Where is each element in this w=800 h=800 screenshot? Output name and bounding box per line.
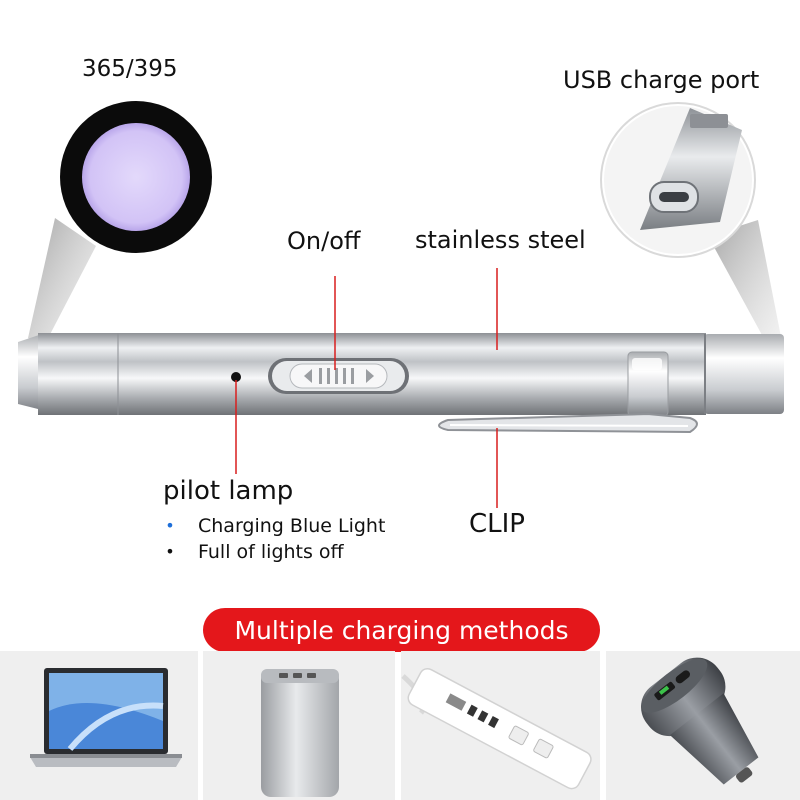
power-switch[interactable] [268, 358, 409, 394]
usb-port-closeup-icon [600, 102, 756, 258]
right-zoom-cone [708, 220, 782, 346]
charging-methods-banner: Multiple charging methods [203, 608, 600, 652]
wavelength-label: 365/395 [82, 56, 178, 82]
pocket-clip [438, 412, 698, 434]
charging-method-car-charger [606, 651, 800, 800]
list-item: • Charging Blue Light [162, 513, 385, 539]
charging-method-power-bank [203, 651, 395, 800]
car-charger-icon [641, 657, 759, 785]
power-strip-icon [401, 667, 592, 790]
switch-label: On/off [287, 227, 361, 255]
charging-method-laptop [0, 651, 198, 800]
pilot-state-text: Charging Blue Light [198, 515, 386, 537]
banner-text: Multiple charging methods [234, 615, 569, 645]
list-item: • Full of lights off [162, 539, 385, 565]
pilot-state-text: Full of lights off [198, 541, 344, 563]
uv-lens-icon [60, 101, 212, 253]
pilot-lamp-states: • Charging Blue Light • Full of lights o… [162, 513, 385, 565]
bullet-icon: • [165, 516, 175, 535]
charging-method-power-strip [401, 651, 600, 800]
laptop-icon [30, 668, 182, 767]
left-zoom-cone [28, 218, 96, 346]
pilot-lamp-label: pilot lamp [163, 476, 294, 506]
bullet-icon: • [165, 542, 175, 561]
clip-label: CLIP [469, 509, 525, 539]
pilot-lamp-indicator [231, 372, 241, 382]
power-bank-icon [261, 669, 339, 797]
material-label: stainless steel [415, 226, 586, 254]
usb-port-label: USB charge port [563, 66, 760, 94]
